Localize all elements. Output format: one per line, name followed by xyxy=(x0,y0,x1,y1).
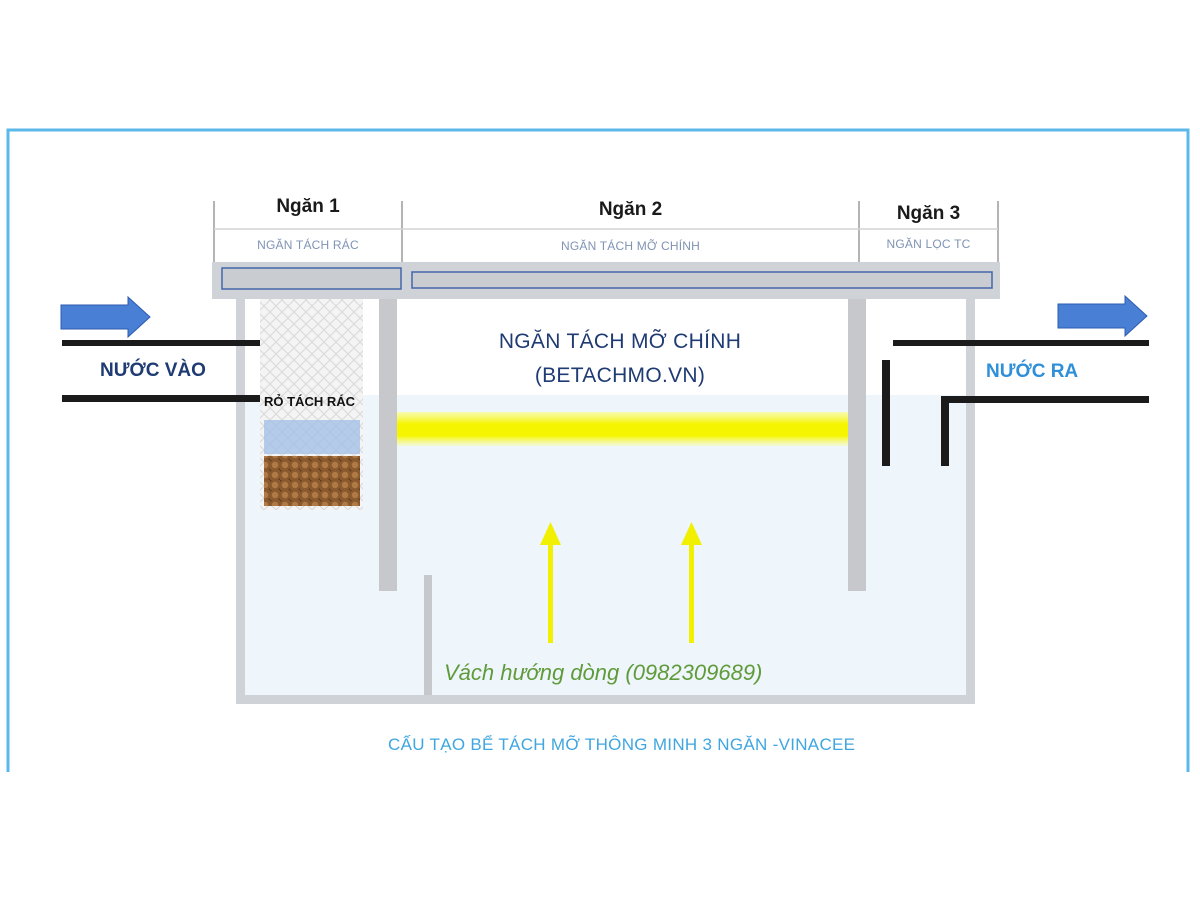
tank-wall-right xyxy=(966,299,975,704)
flow-baffle xyxy=(424,575,432,695)
main-chamber-title: NGĂN TÁCH MỠ CHÍNH xyxy=(498,330,742,353)
basket-sediment xyxy=(264,456,360,506)
outlet-pipe xyxy=(882,340,1149,466)
tank-wall-left xyxy=(236,299,245,704)
lid-slot-1 xyxy=(221,267,402,290)
main-chamber-website: (BETACHMO.VN) xyxy=(534,364,706,387)
compartment-1-title: Ngăn 1 xyxy=(276,196,340,217)
outer-frame xyxy=(6,128,1190,772)
upflow-arrow-icon xyxy=(681,522,702,643)
outlet-arrow-icon xyxy=(1057,294,1148,338)
header-dividers xyxy=(213,201,999,262)
trash-basket-label: RỎ TÁCH RÁC xyxy=(264,394,355,409)
grease-layer xyxy=(397,412,848,446)
inlet-pipe xyxy=(62,340,260,402)
outlet-label: NƯỚC RA xyxy=(986,361,1079,382)
lid-slot-2 xyxy=(411,271,993,289)
inlet-label: NƯỚC VÀO xyxy=(100,360,206,381)
baffle-label: Vách hướng dòng (0982309689) xyxy=(444,660,763,685)
basket-debris xyxy=(264,420,360,454)
partition-1 xyxy=(379,299,397,591)
compartment-1-subtitle: NGĂN TÁCH RÁC xyxy=(257,238,359,252)
compartment-2-title: Ngăn 2 xyxy=(598,199,663,220)
inlet-arrow-icon xyxy=(60,295,151,339)
tank-wall-bottom xyxy=(236,695,975,704)
upflow-arrow-icon xyxy=(540,522,561,643)
compartment-3-subtitle: NGĂN LỌC TC xyxy=(886,237,971,251)
partition-2 xyxy=(848,299,866,591)
compartment-3-title: Ngăn 3 xyxy=(896,203,961,224)
diagram-caption: CẤU TẠO BỂ TÁCH MỠ THÔNG MINH 3 NGĂN -VI… xyxy=(388,735,856,754)
compartment-2-subtitle: NGĂN TÁCH MỠ CHÍNH xyxy=(560,239,700,253)
